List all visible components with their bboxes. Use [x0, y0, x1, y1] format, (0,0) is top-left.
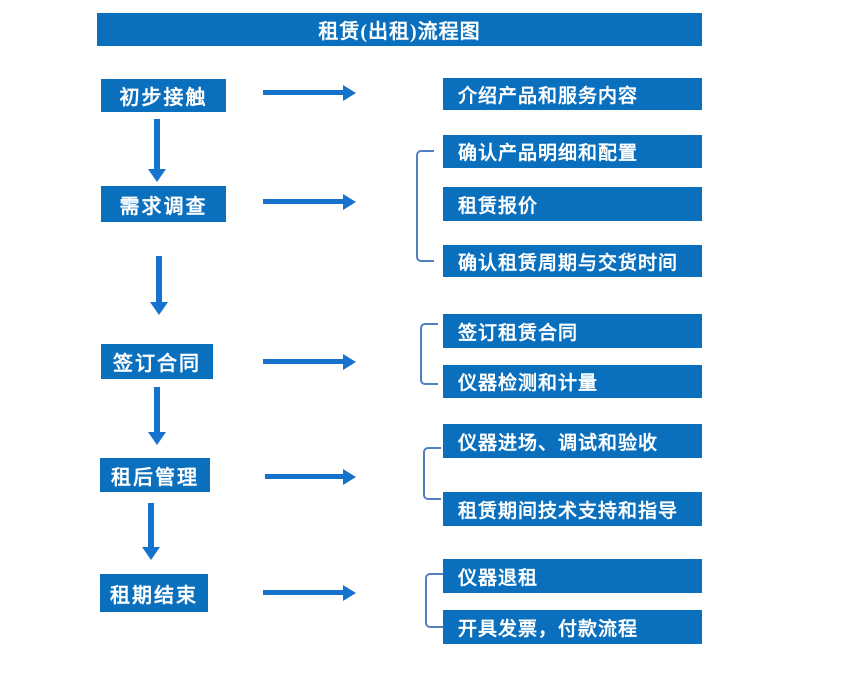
detail-box: 仪器检测和计量	[443, 365, 702, 398]
down-arrow-icon	[154, 387, 160, 432]
right-arrow-icon	[263, 359, 343, 364]
group-bracket	[423, 447, 441, 500]
detail-box: 开具发票，付款流程	[443, 610, 702, 644]
step-box-post-rental-management: 租后管理	[100, 458, 210, 492]
step-box-sign-contract: 签订合同	[101, 344, 213, 379]
page-title: 租赁(出租)流程图	[318, 21, 481, 43]
detail-box: 确认租赁周期与交货时间	[443, 245, 702, 277]
step-box-rental-end: 租期结束	[100, 574, 208, 612]
right-arrow-icon	[263, 199, 343, 204]
group-bracket	[425, 573, 443, 628]
detail-box: 仪器进场、调试和验收	[443, 424, 702, 458]
down-arrow-icon	[156, 256, 162, 302]
right-arrow-icon	[265, 474, 343, 479]
step-box-initial-contact: 初步接触	[101, 79, 226, 112]
detail-box: 租赁期间技术支持和指导	[443, 492, 702, 526]
detail-box: 签订租赁合同	[443, 314, 702, 348]
step-box-demand-survey: 需求调查	[101, 186, 226, 222]
detail-box: 确认产品明细和配置	[443, 135, 702, 168]
group-bracket	[416, 150, 434, 262]
detail-box: 介绍产品和服务内容	[443, 78, 702, 110]
right-arrow-icon	[263, 590, 343, 595]
detail-box: 仪器退租	[443, 559, 702, 593]
group-bracket	[420, 323, 438, 385]
title-banner: 租赁(出租)流程图	[97, 13, 702, 46]
right-arrow-icon	[263, 90, 343, 95]
detail-box: 租赁报价	[443, 187, 702, 221]
down-arrow-icon	[148, 503, 154, 547]
down-arrow-icon	[154, 119, 160, 169]
